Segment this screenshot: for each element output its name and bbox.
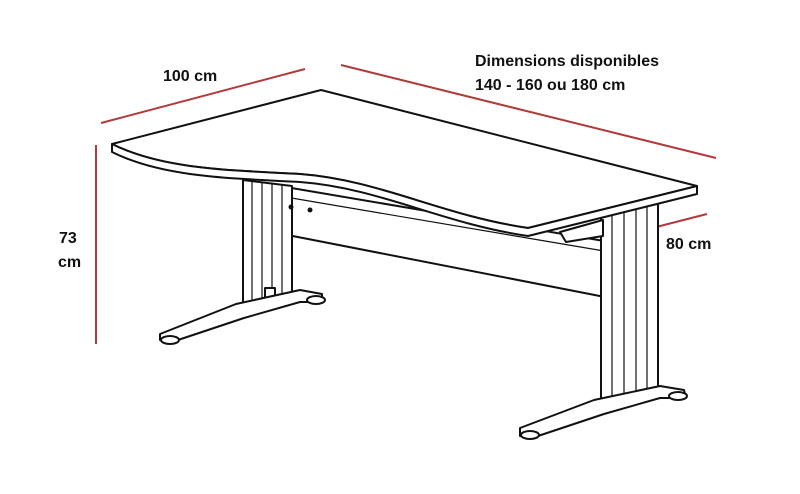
left-foot-pad-front <box>160 335 180 345</box>
available-dimensions-values: 140 - 160 ou 180 cm <box>475 77 625 94</box>
width-label: 100 cm <box>163 68 217 85</box>
modesty-panel-edge <box>261 192 611 253</box>
rail-bolt <box>307 207 313 213</box>
width-dimension-line <box>100 68 306 124</box>
rail-bolt <box>288 204 294 210</box>
height-value-label: 73 <box>59 230 77 247</box>
left-leg-column <box>242 179 293 306</box>
right-leg-column <box>600 203 659 400</box>
desk-top-edge <box>111 143 698 237</box>
top-support-bracket <box>559 219 604 243</box>
available-length-dimension-line <box>340 64 717 159</box>
left-foot-pad-back <box>306 295 326 305</box>
depth-label: 80 cm <box>666 236 711 253</box>
available-dimensions-title: Dimensions disponibles <box>475 53 659 70</box>
right-foot-pad-back <box>668 391 688 401</box>
left-foot <box>159 289 323 343</box>
right-foot-pad-front <box>520 430 540 440</box>
height-unit-label: cm <box>58 254 81 271</box>
